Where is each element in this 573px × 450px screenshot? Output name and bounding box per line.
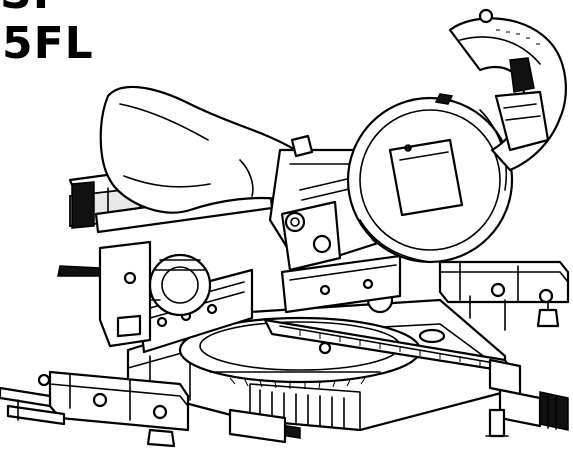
dust-bag [99, 85, 294, 214]
bevel-pivot-housing [57, 240, 212, 348]
saw-fence [136, 254, 402, 354]
rotary-turntable [178, 286, 446, 389]
saw-handle [448, 8, 567, 172]
miter-lock-knob [485, 388, 569, 438]
right-extension-support [438, 260, 570, 331]
left-extension-support [0, 370, 190, 448]
miter-rail [263, 318, 522, 396]
blade-guard [346, 93, 514, 264]
model-prefix-text: SF [0, 0, 64, 16]
model-number-text: 5FL [2, 18, 94, 69]
